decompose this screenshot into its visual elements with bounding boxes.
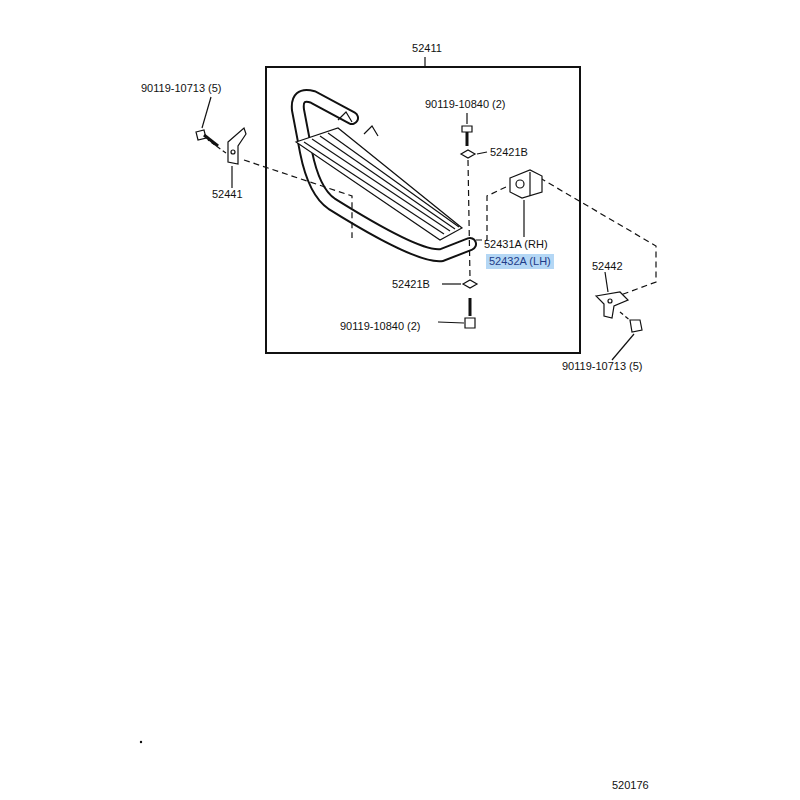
callout-number: 52442 — [592, 260, 623, 273]
part-number: 90119-10840 (2) — [425, 98, 506, 111]
leader-line — [523, 200, 524, 237]
part-number: 90119-10713 (5) — [562, 360, 643, 373]
washer — [461, 150, 475, 158]
step-plate — [296, 128, 462, 240]
callout-number: 52421B — [392, 278, 430, 291]
leader-line — [612, 334, 634, 360]
callout-number: 52421B — [490, 146, 528, 159]
bracket — [510, 170, 542, 198]
bolt — [630, 320, 642, 332]
highlight-box: 52432A (LH) — [486, 254, 554, 269]
bracket — [228, 128, 246, 164]
leader-line — [438, 322, 464, 323]
assembly-frame: 5241152432A (LH) — [265, 66, 581, 354]
washer — [463, 280, 477, 288]
bolt — [462, 126, 472, 132]
callout-number: 52441 — [212, 188, 243, 201]
leader-line — [202, 97, 211, 128]
part-number: 90119-10713 (5) — [141, 82, 222, 95]
leader-line — [231, 166, 232, 188]
leader-line — [442, 283, 461, 284]
bracket — [596, 292, 628, 318]
bolt — [465, 318, 475, 328]
leader-line — [605, 272, 608, 292]
assembly-line — [244, 160, 352, 238]
leader-line — [466, 113, 467, 124]
callout-number: 52432A (LH) — [489, 255, 551, 268]
assembly-number: 52411 — [412, 42, 442, 55]
leader-line — [477, 152, 487, 154]
part-number: 90119-10840 (2) — [340, 320, 421, 333]
leader-line — [424, 57, 425, 66]
diagram-number: 520176 — [612, 779, 649, 792]
callout-number: 52431A (RH) — [484, 238, 548, 251]
